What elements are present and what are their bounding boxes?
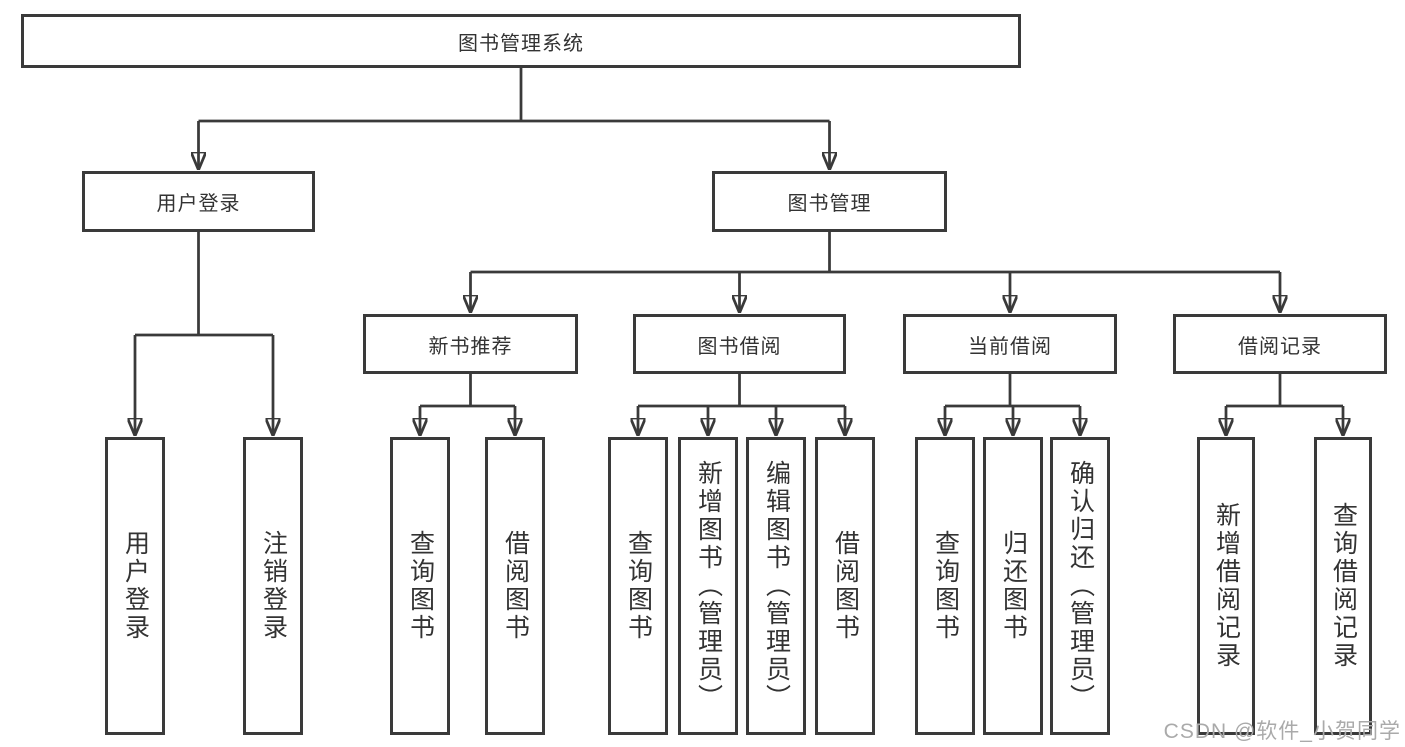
leaf-cb-query-books: 查询图书 xyxy=(915,437,975,735)
node-library-management-system: 图书管理系统 xyxy=(21,14,1021,68)
node-label: 归还图书 xyxy=(999,530,1028,642)
leaf-nb-query-books: 查询图书 xyxy=(390,437,450,735)
node-label: 借阅图书 xyxy=(501,530,530,642)
leaf-logout: 注销登录 xyxy=(243,437,303,735)
node-label: 查询图书 xyxy=(624,530,653,642)
node-label: 用户登录 xyxy=(156,193,241,215)
node-label: 新书推荐 xyxy=(428,335,513,358)
node-label: 借阅记录 xyxy=(1238,335,1322,358)
node-label: 确认归还（管理员） xyxy=(1066,460,1095,712)
leaf-user-login: 用户登录 xyxy=(105,437,165,735)
leaf-rec-query-borrow-record: 查询借阅记录 xyxy=(1314,437,1372,735)
node-book-management: 图书管理 xyxy=(712,171,947,232)
node-book-borrowing: 图书借阅 xyxy=(633,314,846,374)
node-label: 图书管理 xyxy=(787,193,872,215)
node-label: 查询图书 xyxy=(931,530,960,642)
node-new-book-recommendation: 新书推荐 xyxy=(363,314,578,374)
node-label: 新增图书（管理员） xyxy=(694,460,723,712)
node-label: 注销登录 xyxy=(259,530,288,642)
leaf-bb-add-books-admin: 新增图书（管理员） xyxy=(678,437,738,735)
node-label: 用户登录 xyxy=(121,530,150,642)
leaf-rec-add-borrow-record: 新增借阅记录 xyxy=(1197,437,1255,735)
node-borrow-records: 借阅记录 xyxy=(1173,314,1387,374)
node-label: 借阅图书 xyxy=(831,530,860,642)
leaf-cb-return-books: 归还图书 xyxy=(983,437,1043,735)
node-label: 图书借阅 xyxy=(697,335,782,358)
csdn-watermark: CSDN @软件_小贺同学 xyxy=(1163,720,1401,743)
node-label: 新增借阅记录 xyxy=(1212,502,1241,670)
node-label: 编辑图书（管理员） xyxy=(762,460,791,712)
node-label: 图书管理系统 xyxy=(458,32,584,55)
leaf-cb-confirm-return-admin: 确认归还（管理员） xyxy=(1050,437,1110,735)
leaf-bb-edit-books-admin: 编辑图书（管理员） xyxy=(746,437,806,735)
node-label: 查询图书 xyxy=(406,530,435,642)
node-label: 当前借阅 xyxy=(968,335,1052,358)
node-user-login: 用户登录 xyxy=(82,171,315,232)
node-current-borrowing: 当前借阅 xyxy=(903,314,1117,374)
leaf-bb-query-books: 查询图书 xyxy=(608,437,668,735)
leaf-bb-borrow-books: 借阅图书 xyxy=(815,437,875,735)
leaf-nb-borrow-books: 借阅图书 xyxy=(485,437,545,735)
node-label: 查询借阅记录 xyxy=(1329,502,1358,670)
